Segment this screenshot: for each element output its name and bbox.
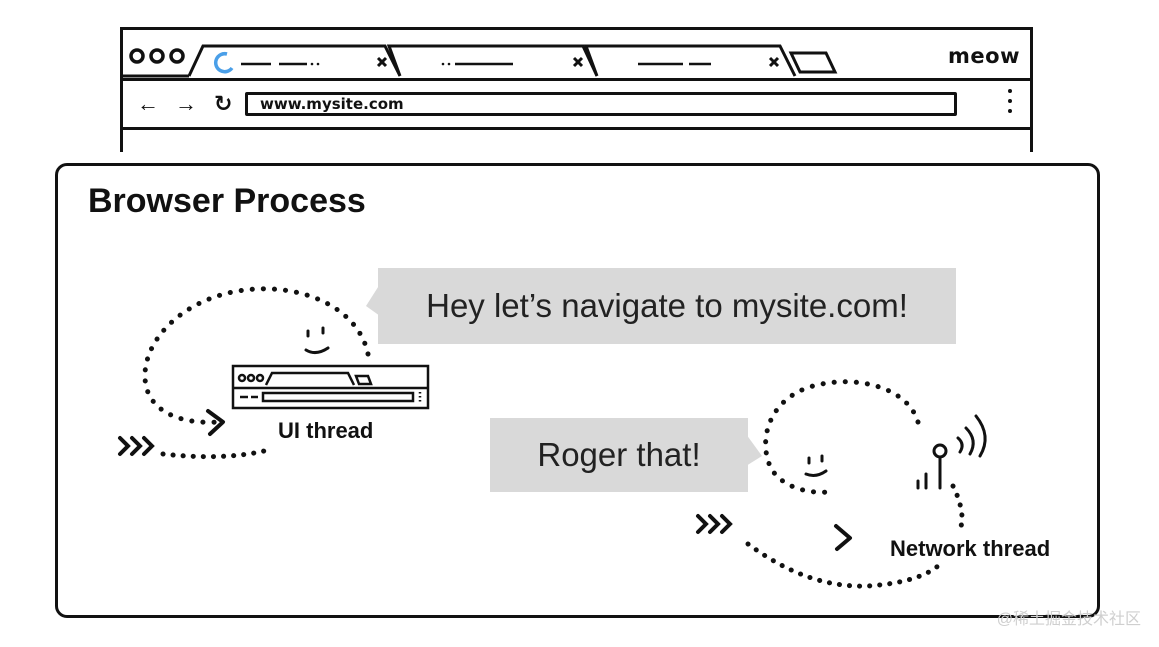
reload-icon[interactable]: ↻ — [214, 91, 233, 116]
ui-thread-arrowhead-icon — [206, 409, 225, 436]
network-thread-face-icon — [804, 454, 828, 477]
network-thread-label: Network thread — [890, 536, 1051, 561]
ui-thread-face-icon — [304, 326, 330, 355]
network-thread-motion-icon — [696, 514, 733, 534]
window-controls — [129, 48, 185, 64]
thread-illustrations — [118, 284, 987, 589]
tab-bar: meow — [123, 30, 1030, 78]
ui-thread-tail-dots — [160, 447, 271, 460]
browser-process-box: Browser Process — [55, 163, 1100, 618]
back-arrow-icon[interactable]: ← — [137, 91, 159, 116]
window-control-circle[interactable] — [129, 48, 145, 64]
loading-spinner-icon — [213, 51, 234, 74]
browser-window: meow ← → ↻ www.mysite.com — [120, 27, 1033, 152]
close-tab-icon[interactable] — [376, 56, 388, 68]
ui-thread-speech-bubble: Hey let’s navigate to mysite.com! — [378, 268, 956, 344]
tab-3[interactable] — [583, 44, 797, 77]
network-thread-tail-dots — [745, 541, 941, 589]
network-thread-dotted-outline — [763, 379, 921, 495]
network-bubble-tail — [746, 434, 762, 466]
ui-thread-label: UI thread — [278, 418, 374, 443]
process-title: Browser Process — [88, 182, 366, 220]
browser-brand-label: meow — [948, 44, 1020, 68]
close-tab-icon[interactable] — [572, 56, 584, 68]
window-control-circle[interactable] — [169, 48, 185, 64]
ui-thread-motion-icon — [118, 436, 155, 456]
close-tab-icon[interactable] — [768, 56, 780, 68]
ui-bubble-tail — [366, 284, 380, 316]
watermark: @稀土掘金技术社区 — [996, 611, 1141, 628]
network-thread-speech-bubble: Roger that! — [490, 418, 748, 492]
antenna-icon — [916, 414, 987, 490]
mini-browser-icon — [231, 364, 430, 410]
menu-kebab-icon[interactable] — [1008, 89, 1014, 119]
tab-2[interactable] — [386, 44, 599, 77]
browser-toolbar: ← → ↻ www.mysite.com — [123, 78, 1030, 130]
network-thread-arrowhead-icon — [834, 524, 852, 551]
address-bar[interactable]: www.mysite.com — [245, 92, 957, 116]
forward-arrow-icon[interactable]: → — [175, 91, 197, 116]
tab-1[interactable] — [187, 44, 402, 77]
window-control-circle[interactable] — [149, 48, 165, 64]
network-thread-right-dots — [950, 483, 965, 529]
new-tab-button[interactable] — [788, 51, 838, 74]
tab-strip-drawing — [123, 44, 838, 78]
